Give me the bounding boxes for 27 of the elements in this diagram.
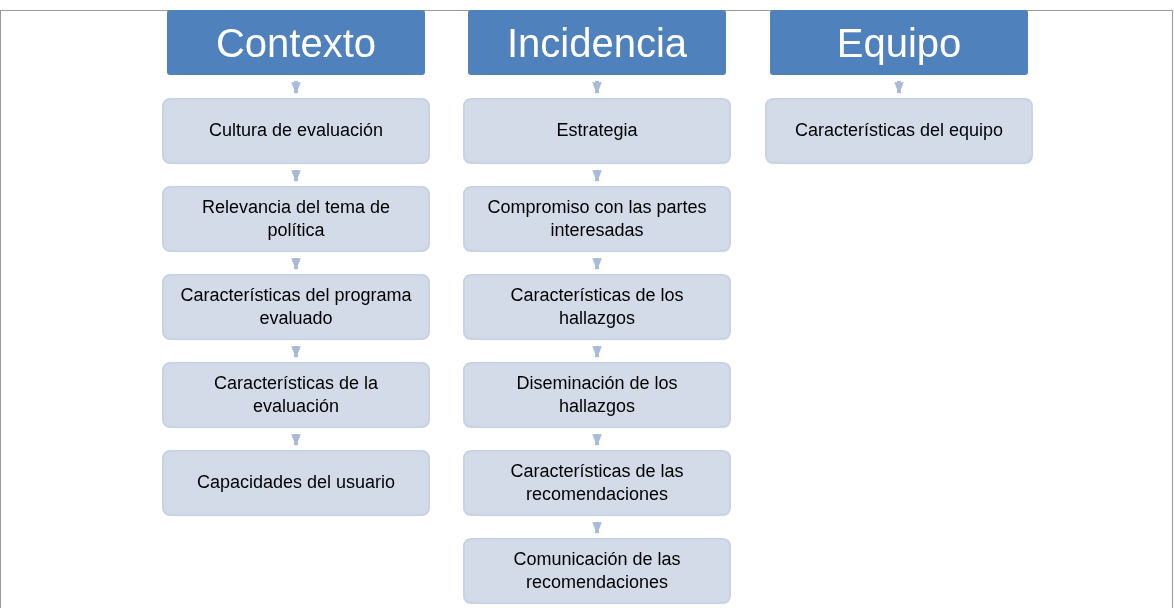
arrow bbox=[291, 170, 301, 183]
header-box: Contexto bbox=[167, 10, 425, 75]
process-box: Capacidades del usuario bbox=[162, 450, 430, 516]
process-box: Características del programa evaluado bbox=[162, 274, 430, 340]
arrow bbox=[592, 81, 602, 95]
process-box: Características de las recomendaciones bbox=[463, 450, 731, 516]
process-box: Comunicación de las recomendaciones bbox=[463, 538, 731, 604]
arrow bbox=[291, 258, 301, 271]
arrow bbox=[592, 522, 602, 535]
process-box: Relevancia del tema de política bbox=[162, 186, 430, 252]
header-box: Incidencia bbox=[468, 10, 726, 75]
process-box: Estrategia bbox=[463, 98, 731, 164]
arrow bbox=[592, 258, 602, 271]
arrow bbox=[894, 81, 904, 95]
process-box: Características del equipo bbox=[765, 98, 1033, 164]
arrow bbox=[592, 346, 602, 359]
arrow bbox=[592, 170, 602, 183]
arrow bbox=[592, 434, 602, 447]
process-box: Características de la evaluación bbox=[162, 362, 430, 428]
process-box: Cultura de evaluación bbox=[162, 98, 430, 164]
process-box: Compromiso con las partes interesadas bbox=[463, 186, 731, 252]
arrow bbox=[291, 346, 301, 359]
process-box: Características de los hallazgos bbox=[463, 274, 731, 340]
arrow bbox=[291, 434, 301, 447]
process-box: Diseminación de los hallazgos bbox=[463, 362, 731, 428]
arrow bbox=[291, 81, 301, 95]
header-box: Equipo bbox=[770, 10, 1028, 75]
